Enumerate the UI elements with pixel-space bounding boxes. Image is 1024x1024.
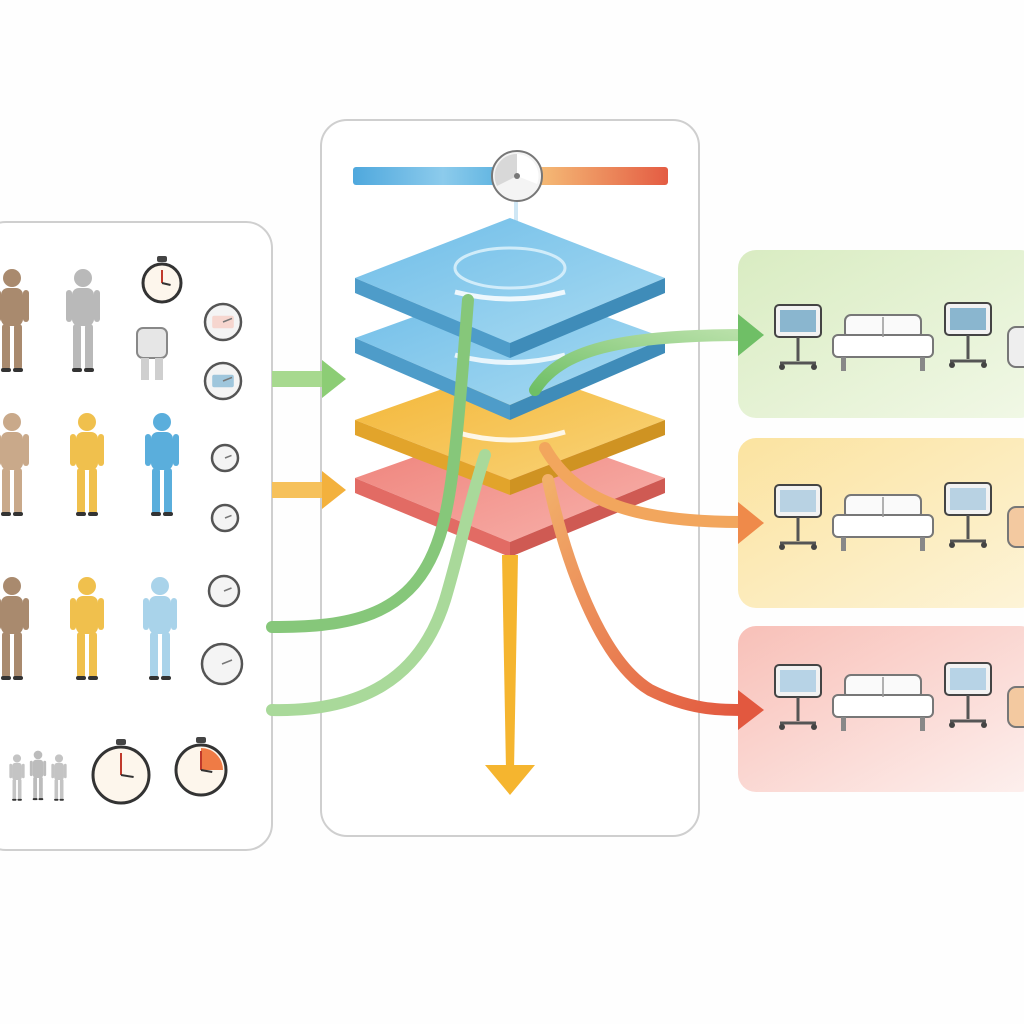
monitor-cart-icon <box>774 304 822 370</box>
dial-knob-icon[interactable] <box>491 150 543 202</box>
gauge-grey-icon <box>207 574 241 608</box>
monitor-cart-icon <box>774 664 822 730</box>
output-equipment <box>774 302 1024 731</box>
output-arrow-red <box>542 474 764 730</box>
gauge-red-tag-icon <box>203 302 243 342</box>
gauge-grey-icon <box>210 503 240 533</box>
input-arrow-green <box>272 360 346 398</box>
stopwatch-orange-icon <box>174 737 228 797</box>
partial-item-icon <box>1007 506 1024 548</box>
blue-layer-upper <box>355 218 665 358</box>
partial-item-icon <box>1007 326 1024 368</box>
sofa-icon <box>832 494 934 551</box>
monitor-cart-icon <box>774 484 822 550</box>
sofa-icon <box>832 674 934 731</box>
person-blue-icon <box>145 413 179 516</box>
person-yellow-icon <box>70 577 104 680</box>
green-route-lower-2 <box>266 449 491 717</box>
gauge-grey-icon <box>210 443 240 473</box>
person-tan-icon <box>0 413 29 516</box>
input-figures <box>0 256 244 805</box>
green-route-lower-1 <box>266 294 474 633</box>
person-brown-icon <box>0 577 29 680</box>
output-arrow-green <box>529 314 764 396</box>
robot-icon <box>136 327 168 380</box>
stopwatch-icon <box>91 739 151 805</box>
temperature-scale <box>353 150 668 252</box>
output-arrow-orange <box>539 442 764 544</box>
stopwatch-icon <box>141 256 183 304</box>
monitor-cart-icon <box>944 482 992 548</box>
gauge-blue-screen-icon <box>203 361 243 401</box>
person-brown-icon <box>0 269 29 372</box>
sofa-icon <box>832 314 934 371</box>
partial-item-icon <box>1007 686 1024 728</box>
group-of-people-icon <box>9 750 67 801</box>
person-yellow-icon <box>70 413 104 516</box>
person-grey-icon <box>66 269 100 372</box>
output-arrow-down-yellow <box>485 555 535 795</box>
gauge-grey-icon <box>200 642 244 686</box>
input-arrow-yellow <box>272 471 346 509</box>
person-grey-small-icon <box>29 750 47 801</box>
person-grey-small-icon <box>9 754 25 801</box>
person-grey-small-icon <box>51 754 67 801</box>
layer-stack <box>355 218 665 557</box>
monitor-cart-icon <box>944 662 992 728</box>
monitor-cart-icon <box>944 302 992 368</box>
person-light-blue-icon <box>143 577 177 680</box>
